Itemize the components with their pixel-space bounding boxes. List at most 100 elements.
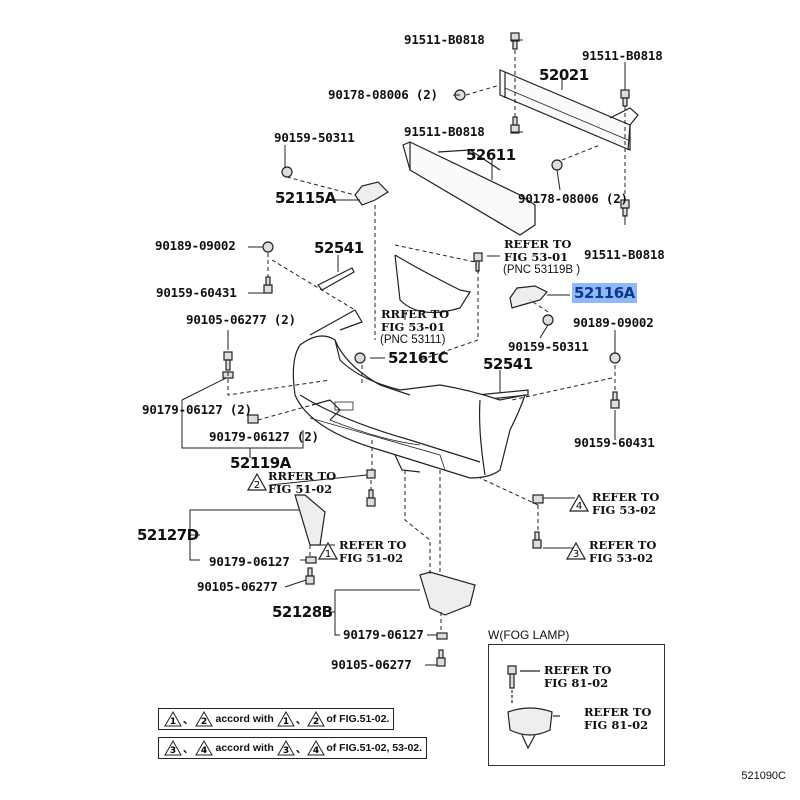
part-label-90179-06127[interactable]: 90179-06127 bbox=[343, 627, 424, 642]
svg-text:1: 1 bbox=[283, 717, 289, 727]
part-label-52115A[interactable]: 52115A bbox=[275, 189, 336, 207]
svg-text:2: 2 bbox=[254, 480, 260, 491]
part-label-52119A[interactable]: 52119A bbox=[230, 454, 291, 472]
ref-line: FIG 53-02 bbox=[589, 551, 654, 565]
part-label-90178-08006[interactable]: 90178-08006 (2) bbox=[328, 87, 438, 102]
svg-text:1: 1 bbox=[325, 549, 331, 560]
highlighted-part-number: 52116A bbox=[572, 283, 637, 303]
svg-text:4: 4 bbox=[200, 746, 206, 756]
note-text: accord with bbox=[215, 742, 274, 754]
part-label-91511-B0818[interactable]: 91511-B0818 bbox=[404, 124, 485, 139]
part-label-52611[interactable]: 52611 bbox=[466, 146, 516, 164]
part-label-90159-50311[interactable]: 90159-50311 bbox=[274, 130, 355, 145]
reference-pnc-53111: (PNC 53111) bbox=[380, 334, 446, 346]
ref-line: REFER TO bbox=[544, 663, 612, 677]
part-label-90105-06277[interactable]: 90105-06277 bbox=[331, 657, 412, 672]
svg-text:1: 1 bbox=[170, 717, 176, 727]
part-label-90179-06127[interactable]: 90179-06127 (2) bbox=[142, 402, 252, 417]
reference-pnc-53119B: (PNC 53119B ) bbox=[503, 264, 581, 276]
badge-4-icon: 4 bbox=[307, 740, 326, 756]
badge-2-icon: 2 bbox=[194, 711, 213, 727]
fog-bracket-left-shape bbox=[294, 494, 326, 546]
fog-lamp-inset bbox=[488, 644, 665, 766]
part-label-90179-06127[interactable]: 90179-06127 (2) bbox=[209, 429, 319, 444]
bracket-right-shape bbox=[509, 285, 548, 309]
reference-fig-53-02-a[interactable]: REFER TO FIG 53-02 bbox=[592, 491, 659, 517]
part-label-90159-60431[interactable]: 90159-60431 bbox=[156, 285, 237, 300]
bumper-reinforcement-shape bbox=[499, 69, 639, 151]
figure-code: 521090C bbox=[741, 770, 786, 782]
svg-text:3: 3 bbox=[283, 746, 289, 756]
trim-strip-left-shape bbox=[317, 267, 355, 291]
reference-fig-53-02-b[interactable]: REFER TO FIG 53-02 bbox=[589, 539, 656, 565]
ref-line: FIG 53-01 bbox=[504, 250, 569, 264]
badge-4-icon: 4 bbox=[568, 493, 590, 516]
bracket-left-shape bbox=[354, 181, 389, 206]
note-separator: 、 bbox=[295, 713, 307, 726]
ref-line: FIG 51-02 bbox=[339, 551, 404, 565]
part-label-52127D[interactable]: 52127D bbox=[137, 526, 199, 544]
reference-fig-53-01-b[interactable]: RRFER TO FIG 53-01 bbox=[381, 308, 449, 334]
part-label-91511-B0818[interactable]: 91511-B0818 bbox=[584, 247, 665, 262]
badge-4-icon: 4 bbox=[194, 740, 213, 756]
ref-line: FIG 53-01 bbox=[381, 320, 446, 334]
ref-line: FIG 51-02 bbox=[268, 482, 333, 496]
ref-line: FIG 81-02 bbox=[544, 676, 609, 690]
part-label-90105-06277[interactable]: 90105-06277 (2) bbox=[186, 312, 296, 327]
part-label-90189-09002[interactable]: 90189-09002 bbox=[155, 238, 236, 253]
ref-line: RRFER TO bbox=[268, 469, 337, 483]
ref-line: REFER TO bbox=[592, 490, 660, 504]
reference-fig-53-01-a[interactable]: REFER TO FIG 53-01 bbox=[504, 238, 571, 264]
reference-fig-51-02-a[interactable]: RRFER TO FIG 51-02 bbox=[268, 470, 336, 496]
part-label-91511-B0818[interactable]: 91511-B0818 bbox=[582, 48, 663, 63]
part-label-90159-50311[interactable]: 90159-50311 bbox=[508, 339, 589, 354]
fastener-glyphs bbox=[222, 32, 630, 667]
badge-1-icon: 1 bbox=[164, 711, 182, 727]
legend-note-1: 1 、 2 accord with 1 、 2 of FIG.51-02. bbox=[158, 708, 395, 730]
ref-line: RRFER TO bbox=[381, 307, 450, 321]
reference-fig-81-02-b[interactable]: REFER TO FIG 81-02 bbox=[584, 706, 651, 732]
part-label-91511-B0818[interactable]: 91511-B0818 bbox=[404, 32, 485, 47]
part-label-52128B[interactable]: 52128B bbox=[272, 603, 333, 621]
reference-fig-81-02-a[interactable]: REFER TO FIG 81-02 bbox=[544, 664, 611, 690]
ref-line: REFER TO bbox=[339, 538, 407, 552]
svg-text:4: 4 bbox=[576, 501, 582, 512]
note-text: of FIG.51-02. bbox=[326, 713, 390, 725]
svg-text:3: 3 bbox=[573, 549, 579, 560]
ref-line: REFER TO bbox=[589, 538, 657, 552]
note-text: accord with bbox=[215, 713, 274, 725]
fog-lamp-shape bbox=[507, 665, 560, 750]
fog-bracket-right-shape bbox=[419, 571, 476, 616]
energy-absorber-shape bbox=[402, 141, 536, 236]
part-label-90179-06127[interactable]: 90179-06127 bbox=[209, 554, 290, 569]
fog-lamp-title: W(FOG LAMP) bbox=[488, 628, 570, 642]
badge-3-icon: 3 bbox=[164, 740, 182, 756]
part-label-52541[interactable]: 52541 bbox=[483, 355, 533, 373]
part-label-90105-06277[interactable]: 90105-06277 bbox=[197, 579, 278, 594]
legend-note-2: 3 、 4 accord with 3 、 4 of FIG.51-02, 53… bbox=[158, 737, 428, 759]
part-label-52161C[interactable]: 52161C bbox=[388, 349, 449, 367]
svg-text:2: 2 bbox=[313, 717, 319, 727]
badge-2-icon: 2 bbox=[307, 711, 326, 727]
note-separator: 、 bbox=[183, 742, 194, 755]
part-label-90178-08006[interactable]: 90178-08006 (2) bbox=[518, 191, 628, 206]
bumper-cover-shape bbox=[292, 309, 526, 479]
grille-shape bbox=[394, 254, 471, 314]
svg-text:4: 4 bbox=[313, 746, 319, 756]
ref-line: FIG 81-02 bbox=[584, 718, 649, 732]
badge-3-icon: 3 bbox=[565, 541, 587, 564]
part-label-52116A[interactable]: 52116A bbox=[572, 283, 637, 303]
badge-1-icon: 1 bbox=[317, 541, 339, 564]
reference-fig-51-02-b[interactable]: REFER TO FIG 51-02 bbox=[339, 539, 406, 565]
part-label-90159-60431[interactable]: 90159-60431 bbox=[574, 435, 655, 450]
svg-text:2: 2 bbox=[200, 717, 206, 727]
part-label-52541[interactable]: 52541 bbox=[314, 239, 364, 257]
part-label-52021[interactable]: 52021 bbox=[539, 66, 589, 84]
svg-text:3: 3 bbox=[170, 746, 176, 756]
part-label-90189-09002[interactable]: 90189-09002 bbox=[573, 315, 654, 330]
note-separator: 、 bbox=[295, 742, 307, 755]
note-text: of FIG.51-02, 53-02. bbox=[326, 742, 423, 754]
ref-line: REFER TO bbox=[584, 705, 652, 719]
badge-1-icon: 1 bbox=[276, 711, 295, 727]
